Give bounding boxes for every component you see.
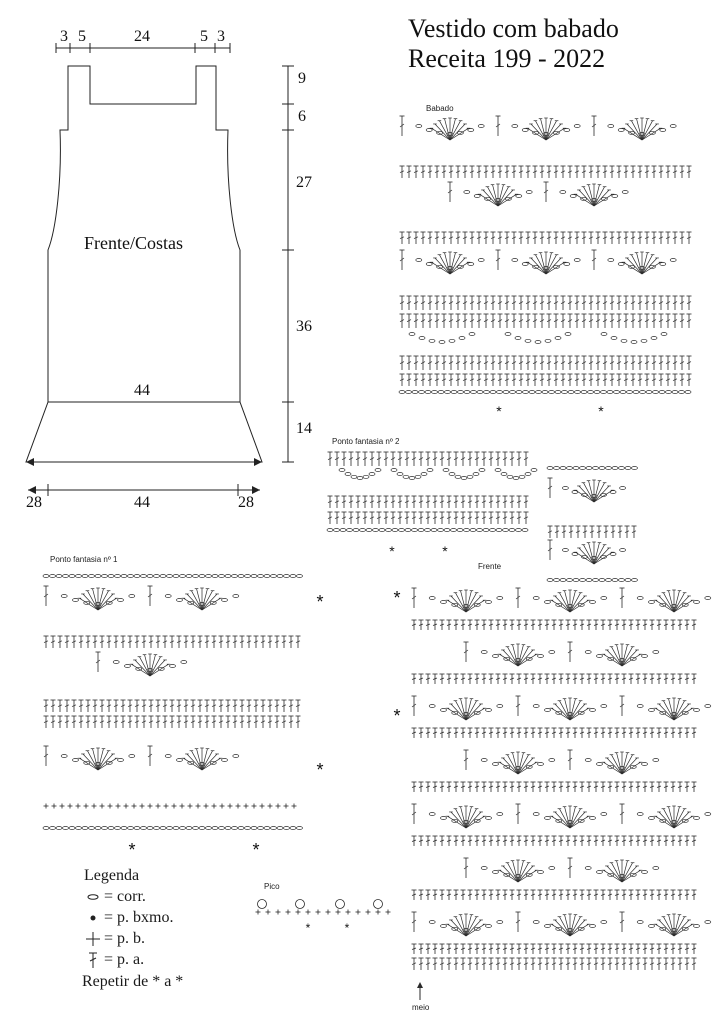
chart-label-pico: Pico xyxy=(264,882,280,891)
legend-slip-text: = p. bxmo. xyxy=(104,908,174,926)
repeat-marker: * xyxy=(316,760,323,780)
dim-bottom-1: 28 xyxy=(26,494,42,511)
repeat-marker: * xyxy=(316,592,323,612)
dress-outline xyxy=(25,65,263,463)
legend-repeat: Repetir de * a * xyxy=(82,973,184,990)
dim-height-3: 27 xyxy=(296,174,312,191)
chart-label-fantasia-2: Ponto fantasia nº 2 xyxy=(332,437,400,446)
picot-loop xyxy=(373,899,383,909)
repeat-marker: * xyxy=(442,543,448,559)
repeat-marker: * xyxy=(389,543,395,559)
dim-top-5: 3 xyxy=(217,28,225,45)
meio-arrow-head xyxy=(417,982,423,988)
legend-dc-text: = p. a. xyxy=(104,950,145,968)
slip-stitch-icon xyxy=(82,913,104,923)
dim-waist: 44 xyxy=(134,382,150,399)
chain-icon xyxy=(82,893,104,901)
dim-height-5: 14 xyxy=(296,420,312,437)
dim-bottom-3: 28 xyxy=(238,494,254,511)
dim-height-2: 6 xyxy=(298,108,306,125)
picot-loop xyxy=(257,899,267,909)
dim-bottom-2: 44 xyxy=(134,494,150,511)
dim-top-2: 5 xyxy=(78,28,86,45)
title-line-1: Vestido com babado xyxy=(408,14,619,43)
legend-sc-text: = p. b. xyxy=(104,929,146,947)
legend-row-dc: = p. a. xyxy=(82,949,183,970)
legend-row-sc: = p. b. xyxy=(82,928,183,949)
repeat-marker: * xyxy=(598,403,604,419)
legend-row-chain: = corr. xyxy=(82,886,183,907)
single-crochet-icon xyxy=(82,931,104,947)
page-title: Vestido com babado Receita 199 - 2022 xyxy=(408,14,619,74)
dim-top-3: 24 xyxy=(134,28,150,45)
repeat-marker: * xyxy=(252,840,259,860)
repeat-marker: * xyxy=(128,840,135,860)
legend-chain-text: = corr. xyxy=(104,887,146,905)
dim-height-4: 36 xyxy=(296,318,312,335)
meio-label: meio xyxy=(412,1003,430,1012)
double-crochet-icon xyxy=(82,951,104,969)
chart-label-babado: Babado xyxy=(426,104,454,113)
legend-row-slip: = p. bxmo. xyxy=(82,907,183,928)
picot-loop xyxy=(335,899,345,909)
dim-top-1: 3 xyxy=(60,28,68,45)
legend-title: Legenda xyxy=(84,867,140,884)
schematic-label: Frente/Costas xyxy=(84,233,183,253)
repeat-marker: * xyxy=(306,921,311,935)
dim-top-4: 5 xyxy=(200,28,208,45)
legend: Legenda = corr. = p. bxmo. = p. b. = p. … xyxy=(82,866,183,992)
repeat-marker: * xyxy=(345,921,350,935)
repeat-marker: * xyxy=(393,706,400,726)
repeat-marker: * xyxy=(393,588,400,608)
chart-label-fantasia-1: Ponto fantasia nº 1 xyxy=(50,555,118,564)
dim-height-1: 9 xyxy=(298,70,306,87)
repeat-marker: * xyxy=(496,403,502,419)
title-line-2: Receita 199 - 2022 xyxy=(408,44,606,73)
chart-label-frente: Frente xyxy=(478,562,502,571)
picot-loop xyxy=(295,899,305,909)
